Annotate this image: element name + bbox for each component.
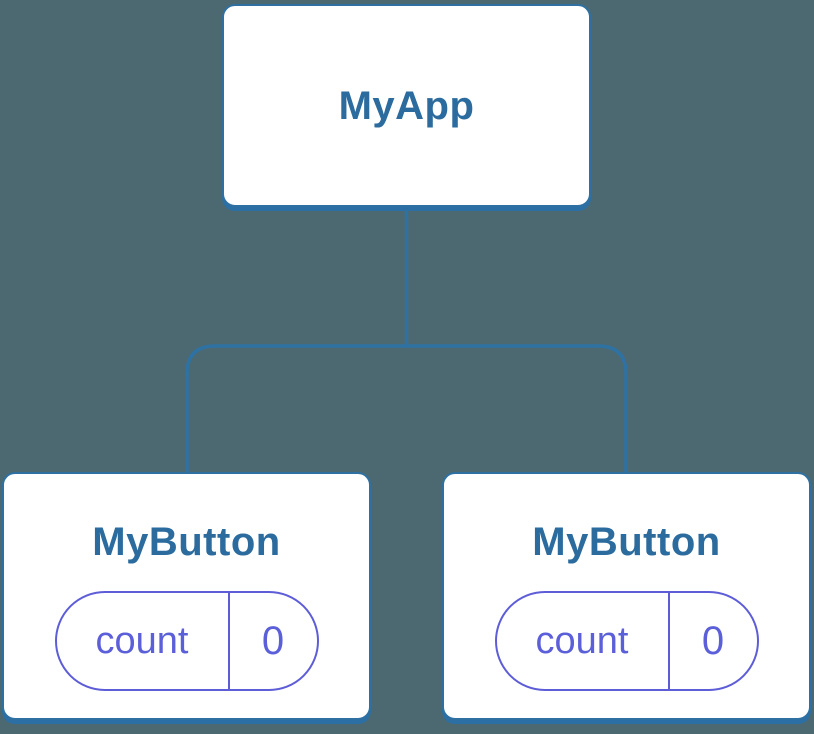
child-component-box-right: MyButton count 0	[442, 472, 811, 720]
child-component-label-right: MyButton	[532, 520, 721, 564]
state-key-label: count	[57, 593, 230, 689]
root-component-label: MyApp	[338, 83, 475, 128]
root-component-box: MyApp	[222, 4, 591, 207]
state-key-label: count	[497, 593, 670, 689]
child-component-label-left: MyButton	[92, 520, 281, 564]
connector-right-branch	[406, 344, 628, 480]
connector-left-branch	[185, 344, 407, 480]
child-component-box-left: MyButton count 0	[2, 472, 371, 720]
state-value: 0	[261, 618, 285, 663]
state-pill-right: count 0	[494, 591, 759, 691]
state-value: 0	[701, 618, 725, 663]
state-pill-left: count 0	[54, 591, 319, 691]
